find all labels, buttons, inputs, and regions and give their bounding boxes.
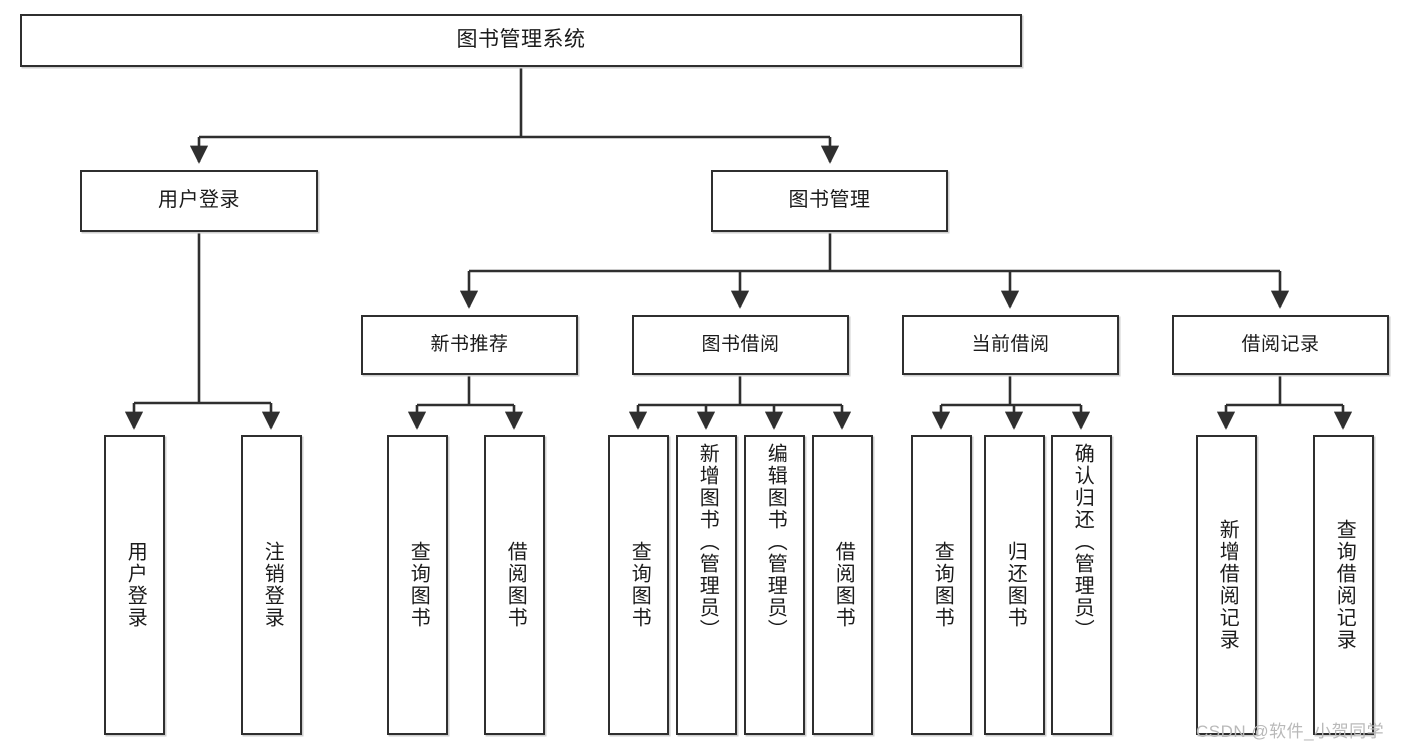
- node-leaf-borrow-book-1-label: 借阅图书: [504, 541, 527, 629]
- node-leaf-borrow-book-1[interactable]: 借阅图书: [484, 435, 545, 735]
- node-borrow-record-label: 借阅记录: [1241, 333, 1320, 355]
- node-leaf-query-book-1-label: 查询图书: [407, 541, 430, 629]
- node-user-login-label: 用户登录: [158, 189, 240, 212]
- node-leaf-add-record[interactable]: 新增借阅记录: [1196, 435, 1257, 735]
- node-leaf-logout-login[interactable]: 注销登录: [241, 435, 302, 735]
- node-current-borrow[interactable]: 当前借阅: [902, 315, 1119, 375]
- csdn-watermark: CSDN @软件_小贺同学: [1196, 722, 1385, 741]
- node-leaf-add-book-label: 新增图书（管理员）: [696, 443, 719, 641]
- node-book-management[interactable]: 图书管理: [711, 170, 948, 232]
- node-root[interactable]: 图书管理系统: [20, 14, 1022, 67]
- node-leaf-add-book[interactable]: 新增图书（管理员）: [676, 435, 737, 735]
- node-new-book-recommend-label: 新书推荐: [430, 333, 509, 355]
- node-leaf-user-login-label: 用户登录: [124, 541, 147, 629]
- node-leaf-confirm-return[interactable]: 确认归还（管理员）: [1051, 435, 1112, 735]
- node-leaf-query-book-1[interactable]: 查询图书: [387, 435, 448, 735]
- node-borrow-record[interactable]: 借阅记录: [1172, 315, 1389, 375]
- node-leaf-query-record[interactable]: 查询借阅记录: [1313, 435, 1374, 735]
- node-leaf-return-book-label: 归还图书: [1004, 541, 1027, 629]
- node-new-book-recommend[interactable]: 新书推荐: [361, 315, 578, 375]
- node-leaf-query-record-label: 查询借阅记录: [1333, 519, 1356, 651]
- node-leaf-edit-book[interactable]: 编辑图书（管理员）: [744, 435, 805, 735]
- node-current-borrow-label: 当前借阅: [971, 333, 1050, 355]
- node-leaf-query-book-2[interactable]: 查询图书: [608, 435, 669, 735]
- node-book-management-label: 图书管理: [788, 189, 871, 212]
- node-book-borrow[interactable]: 图书借阅: [632, 315, 849, 375]
- node-leaf-query-book-3-label: 查询图书: [931, 541, 954, 629]
- node-leaf-return-book[interactable]: 归还图书: [984, 435, 1045, 735]
- node-leaf-confirm-return-label: 确认归还（管理员）: [1071, 443, 1094, 641]
- node-leaf-logout-login-label: 注销登录: [261, 541, 284, 629]
- node-leaf-add-record-label: 新增借阅记录: [1216, 519, 1239, 651]
- node-book-borrow-label: 图书借阅: [701, 333, 780, 355]
- node-root-label: 图书管理系统: [456, 28, 586, 52]
- node-leaf-query-book-2-label: 查询图书: [628, 541, 651, 629]
- node-user-login[interactable]: 用户登录: [80, 170, 318, 232]
- node-leaf-user-login[interactable]: 用户登录: [104, 435, 165, 735]
- node-leaf-borrow-book-2-label: 借阅图书: [832, 541, 855, 629]
- node-leaf-borrow-book-2[interactable]: 借阅图书: [812, 435, 873, 735]
- node-leaf-edit-book-label: 编辑图书（管理员）: [764, 443, 787, 641]
- node-leaf-query-book-3[interactable]: 查询图书: [911, 435, 972, 735]
